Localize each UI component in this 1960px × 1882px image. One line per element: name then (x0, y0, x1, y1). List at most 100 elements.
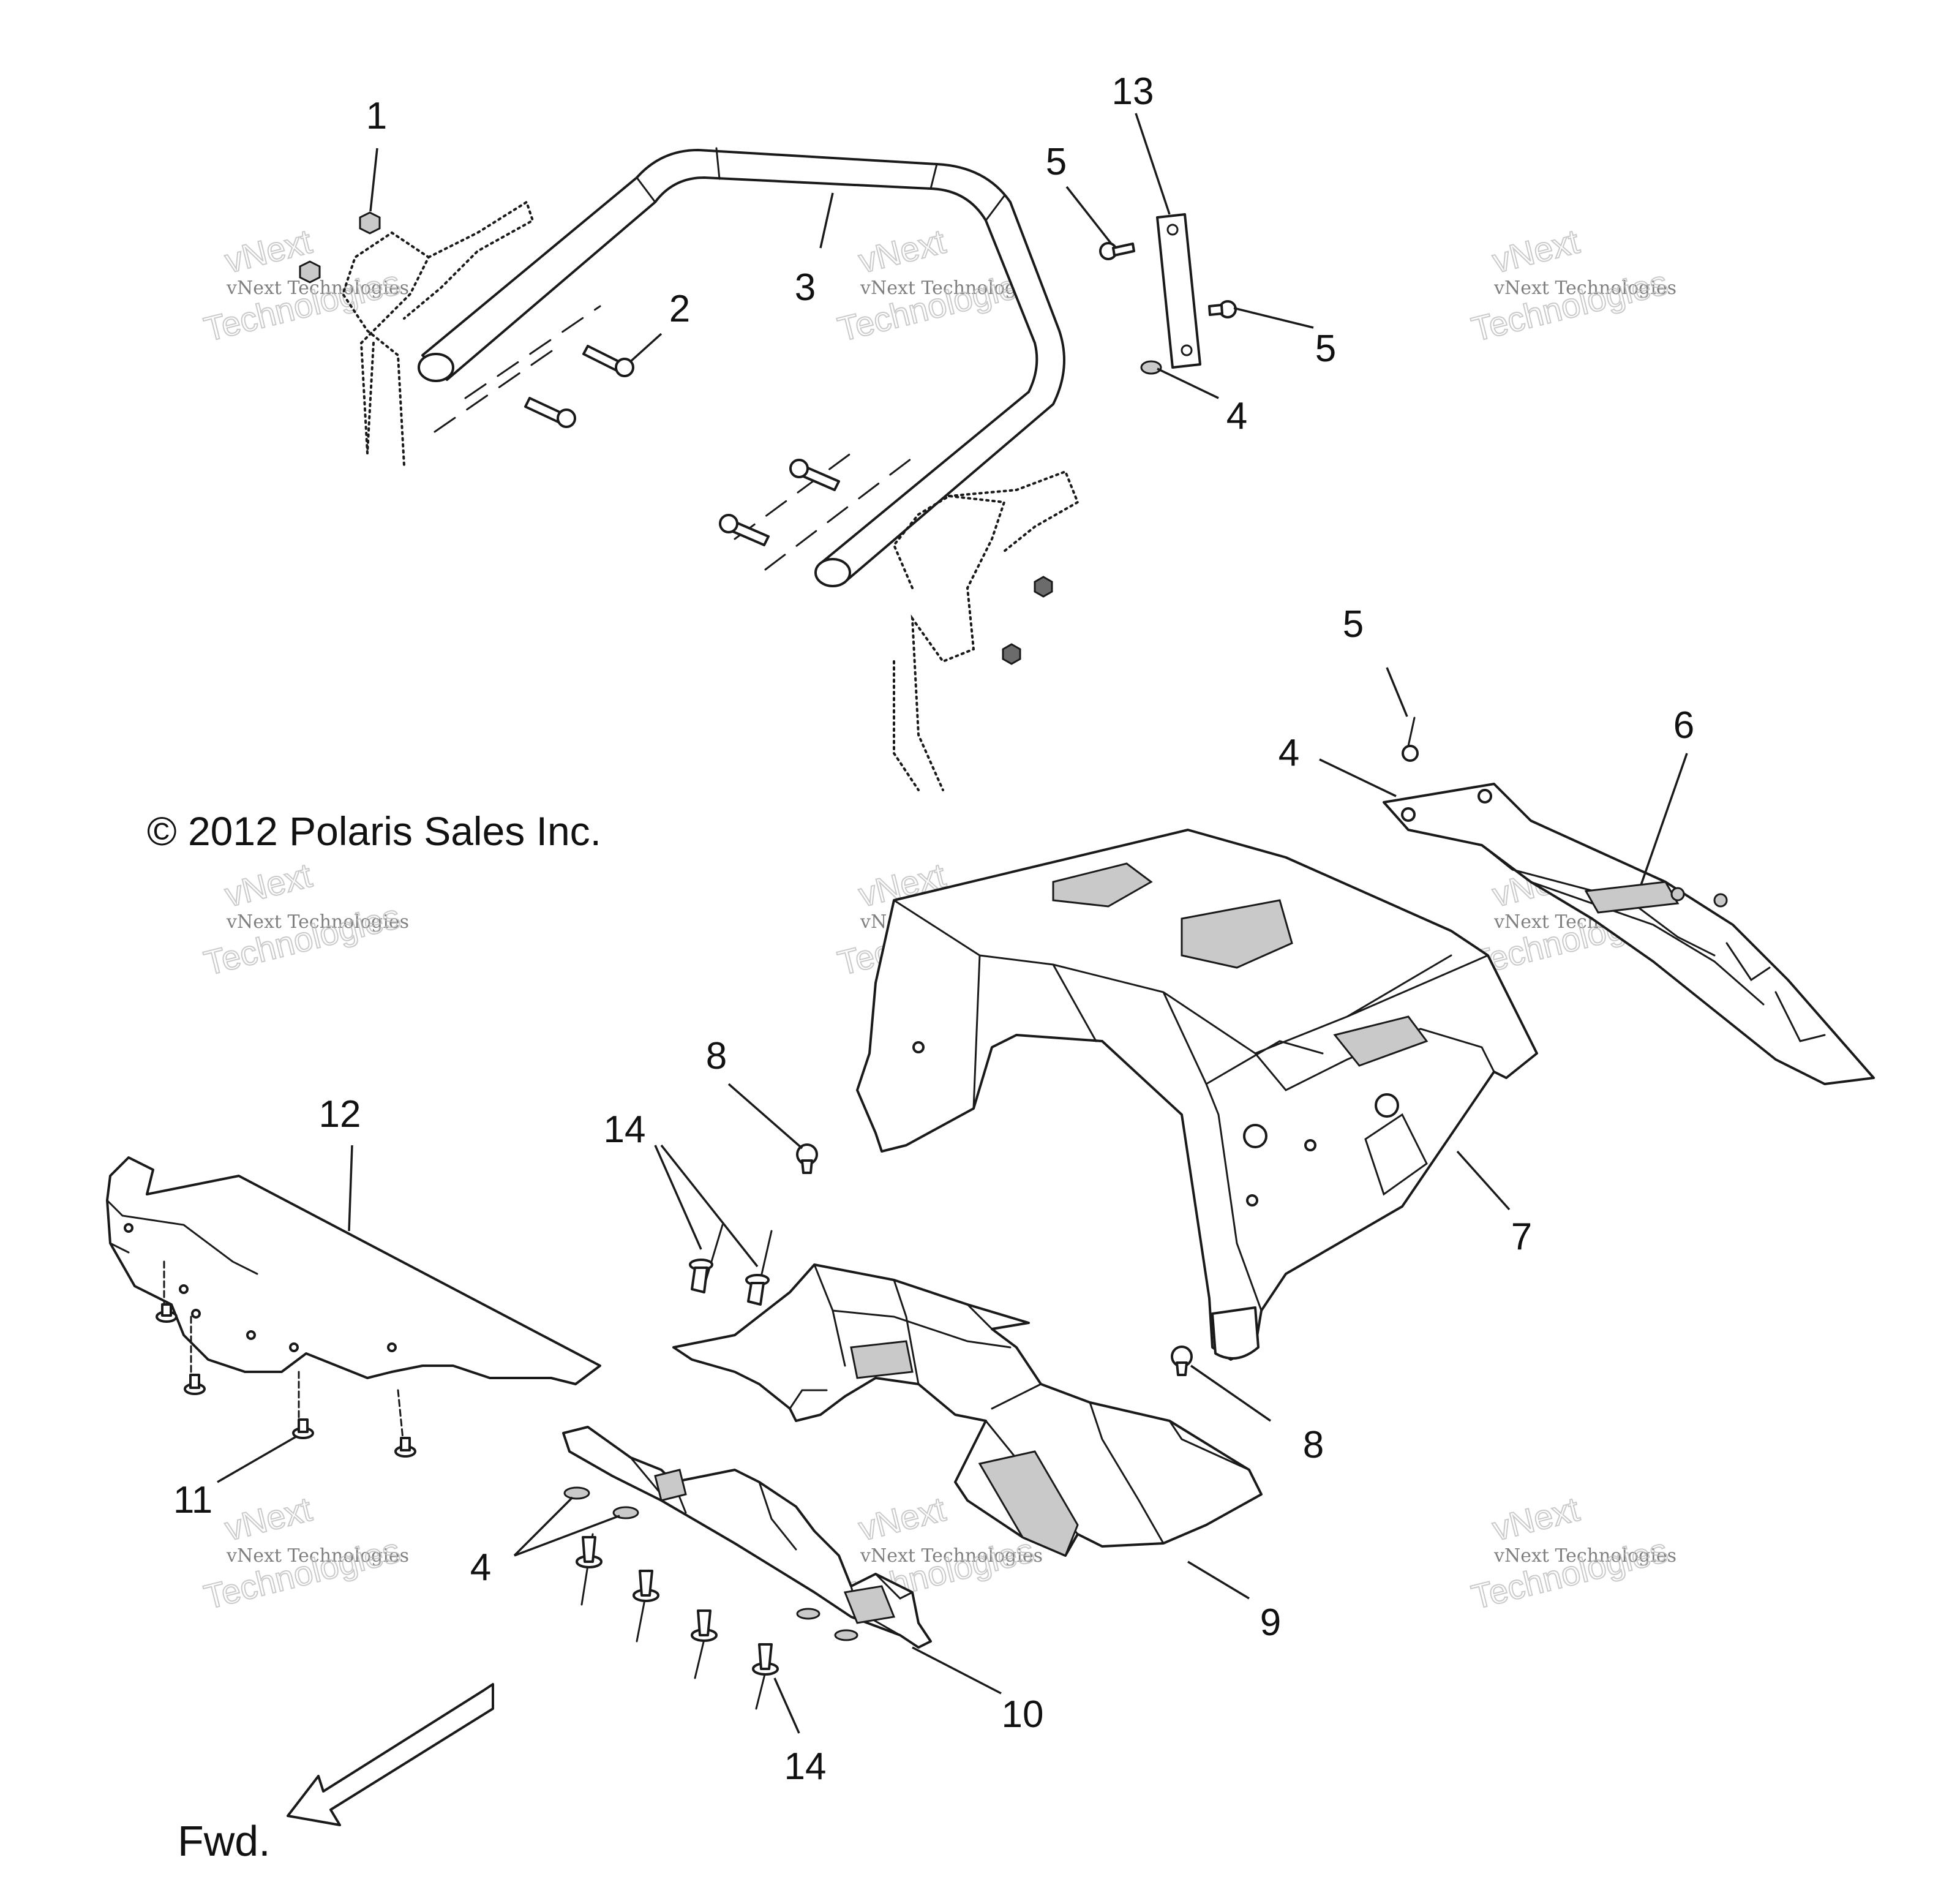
mount-hole (1375, 1093, 1399, 1118)
bolt (719, 514, 770, 546)
rear-body-detail (893, 899, 1495, 1312)
svg-text:vNext Technologies: vNext Technologies (860, 1545, 1043, 1567)
right-cage-post (892, 470, 1080, 791)
copyright-text: © 2012 Polaris Sales Inc. (147, 808, 601, 854)
svg-text:vNext Technologies: vNext Technologies (1493, 277, 1677, 299)
bolt (524, 397, 576, 428)
callouts: 1 2 3 5 13 5 4 5 4 6 7 8 8 14 12 9 10 11… (173, 70, 1694, 1788)
washer (834, 1629, 858, 1641)
callout-5a: 5 (1046, 141, 1067, 183)
tube-end (418, 353, 454, 382)
rivets-lower-part-14 (576, 1533, 779, 1710)
leader-lines (217, 113, 1688, 1734)
callout-13: 13 (1112, 70, 1154, 113)
nut (1034, 576, 1053, 598)
skid-body (672, 1263, 1263, 1557)
push-pin (292, 1371, 314, 1439)
push-pin (184, 1316, 206, 1395)
rivet (633, 1570, 659, 1643)
callout-1: 1 (366, 95, 387, 137)
rivet (691, 1609, 718, 1679)
strap-part-13 (1099, 213, 1237, 375)
callout-11: 11 (173, 1479, 212, 1521)
callout-3: 3 (795, 266, 816, 309)
skid-plate (106, 1156, 601, 1385)
callout-5b: 5 (1315, 328, 1336, 370)
rear-body-shell (856, 829, 1538, 1361)
callout-14a: 14 (604, 1108, 646, 1151)
washers-lower-part-4 (563, 1486, 858, 1641)
tailgate-slot (1584, 881, 1680, 914)
leg-end (1211, 1306, 1260, 1360)
rivet (689, 1224, 724, 1293)
forward-arrow-icon (287, 1683, 494, 1826)
mount-hole (912, 1041, 925, 1053)
callout-14b: 14 (784, 1745, 827, 1788)
watermark: vNext vNext Technologies Technologies (200, 1489, 409, 1617)
svg-text:vNext Technologies: vNext Technologies (1493, 1545, 1677, 1567)
push-pin (156, 1260, 178, 1323)
strap (1156, 213, 1201, 369)
forward-label: Fwd. (178, 1817, 271, 1865)
callout-6: 6 (1673, 704, 1694, 747)
roll-bar-pad-seam (636, 147, 1005, 222)
skid-recess (850, 1340, 914, 1379)
tailgate-panel (1383, 783, 1875, 1085)
nut (359, 211, 381, 235)
svg-text:vNext: vNext (855, 222, 950, 280)
svg-text:vNext: vNext (855, 1489, 950, 1548)
callout-8b: 8 (1303, 1424, 1324, 1466)
watermark: vNext vNext Technologies Technologies (200, 221, 409, 349)
tube-end (814, 558, 851, 587)
rivet (745, 1230, 773, 1306)
callout-2: 2 (669, 288, 690, 330)
rear-body-part-7 (856, 829, 1538, 1361)
mount-hole (1246, 1194, 1258, 1206)
nuts-part-1 (299, 211, 1053, 665)
bolts-part-2 (524, 345, 840, 546)
watermark: vNext vNext Technologies Technologies (1467, 221, 1677, 349)
mount-hole (1243, 1124, 1267, 1148)
bolt (1171, 1346, 1193, 1376)
watermark: vNext vNext Technologies Technologies (200, 855, 409, 983)
watermark: vNext vNext Technologies Technologies (1467, 1489, 1677, 1617)
washer (563, 1486, 590, 1500)
bolt (789, 459, 840, 491)
skid-plate-edge (106, 1199, 258, 1275)
skid-plate-part-12 (106, 1156, 601, 1385)
svg-text:vNext Technologies: vNext Technologies (226, 277, 409, 299)
left-cage-post (341, 200, 535, 467)
callout-10: 10 (1002, 1693, 1044, 1736)
tailgate-part-6 (1383, 717, 1875, 1085)
rail-clip (654, 1469, 687, 1502)
nut (1002, 643, 1021, 665)
svg-text:vNext Technologies: vNext Technologies (226, 911, 409, 933)
skid-recess (978, 1450, 1079, 1557)
push-pins-part-11 (156, 1260, 416, 1458)
callout-4a: 4 (1226, 395, 1247, 437)
screw (1208, 300, 1237, 318)
svg-text:vNext: vNext (1489, 222, 1583, 280)
screw (1402, 717, 1419, 762)
washer (1140, 360, 1162, 375)
rear-body-recess (1181, 899, 1293, 969)
callout-4b: 4 (1279, 732, 1299, 774)
callout-12: 12 (319, 1093, 361, 1135)
skid-part-9 (672, 1263, 1263, 1557)
callout-8a: 8 (706, 1035, 727, 1077)
callout-5c: 5 (1343, 603, 1364, 646)
nut (299, 260, 321, 284)
rear-body-recess (1333, 1015, 1429, 1067)
washer (796, 1608, 820, 1620)
alignment-line (434, 305, 920, 571)
washer (612, 1506, 639, 1519)
svg-text:vNext: vNext (221, 856, 316, 914)
rail-part-10 (562, 1426, 932, 1649)
push-pin (394, 1389, 416, 1458)
screw (1099, 242, 1135, 260)
rear-body-recess (1052, 862, 1153, 908)
svg-text:vNext: vNext (1489, 1489, 1583, 1548)
rail-clip (843, 1585, 896, 1624)
bolts-part-8 (796, 1143, 1193, 1376)
